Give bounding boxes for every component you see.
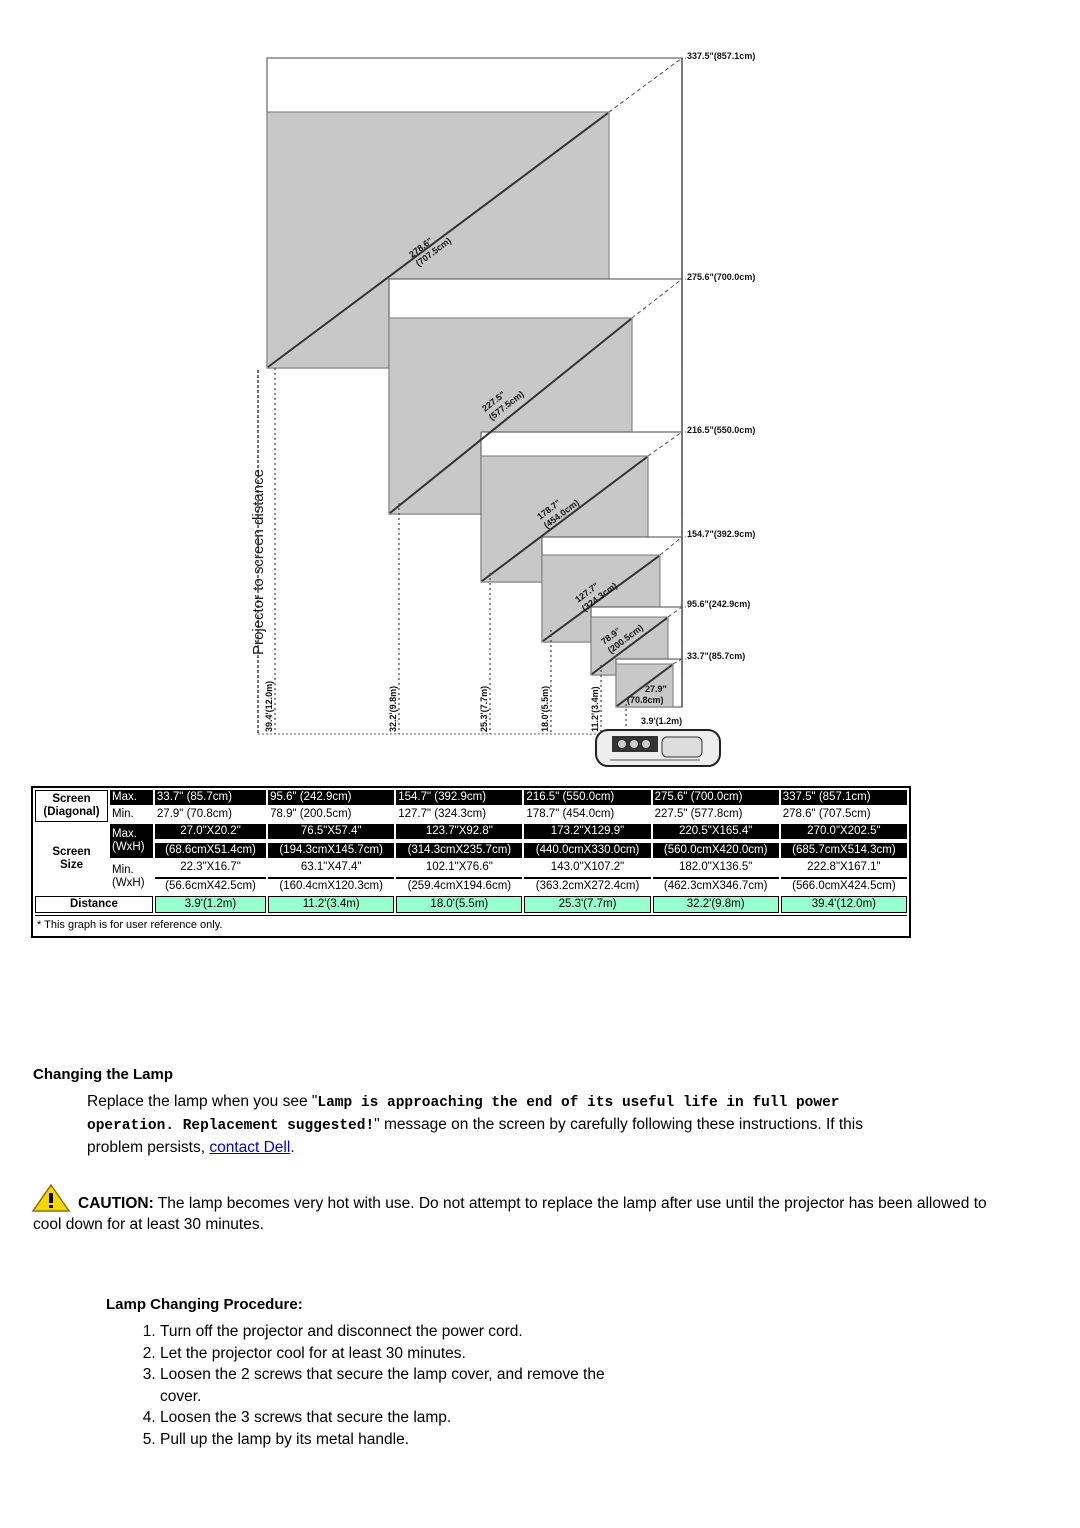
size-label: 337.5"(857.1cm) [687,51,755,61]
caution-icon [31,1183,71,1212]
min-wxh-label: Min. (WxH) [110,860,153,894]
distance-cell: 25.3'(7.7m) [524,896,651,913]
distance-cell: 3.9'(1.2m) [154,896,267,913]
size-max-in: 220.5"X165.4" [652,824,779,839]
diag-min-cell: 27.9" (70.8cm) [154,807,267,822]
size-min-in: 182.0"X136.5" [652,860,779,875]
size-max-in: 76.5"X57.4" [268,824,395,839]
size-max-cm: (560.0cmX420.0cm) [652,841,779,858]
diag-max-cell: 216.5" (550.0cm) [524,790,651,805]
size-min-cm: (56.6cmX42.5cm) [154,877,267,894]
diag-max-cell: 95.6" (242.9cm) [268,790,395,805]
size-max-in: 270.0"X202.5" [780,824,907,839]
size-max-in: 173.2"X129.9" [524,824,651,839]
size-max-cm: (440.0cmX330.0cm) [524,841,651,858]
size-label: 3.9'(1.2m) [641,716,682,726]
screen-diagonal-header: Screen (Diagonal) [35,790,108,822]
table-note: * This graph is for user reference only. [35,915,907,934]
distance-label: 18.0'(5.5m) [540,686,550,732]
size-min-in: 102.1"X76.6" [396,860,523,875]
diag-min-cell: 127.7" (324.3cm) [396,807,523,822]
distance-header: Distance [35,896,153,913]
procedure-step: Pull up the lamp by its metal handle. [160,1429,630,1451]
min-label: Min. [110,807,153,822]
procedure-step: Loosen the 2 screws that secure the lamp… [160,1364,630,1407]
size-label: 216.5"(550.0cm) [687,425,755,435]
diagonal-label-cm: (70.8cm) [627,695,664,705]
size-min-cm: (566.0cmX424.5cm) [780,877,907,894]
diag-max-cell: 337.5" (857.1cm) [780,790,907,805]
screen-size-header: Screen Size [35,824,108,894]
procedure-step: Loosen the 3 screws that secure the lamp… [160,1407,630,1429]
procedure-step: Let the projector cool for at least 30 m… [160,1343,630,1365]
size-max-in: 123.7"X92.8" [396,824,523,839]
intro-paragraph: Replace the lamp when you see "Lamp is a… [87,1093,863,1156]
max-label: Max. [110,790,153,805]
size-min-cm: (462.3cmX346.7cm) [652,877,779,894]
distance-cell: 39.4'(12.0m) [780,896,907,913]
size-max-cm: (194.3cmX145.7cm) [268,841,395,858]
size-min-in: 63.1"X47.4" [268,860,395,875]
procedure-step: Turn off the projector and disconnect th… [160,1321,630,1343]
size-min-in: 222.8"X167.1" [780,860,907,875]
max-wxh-label: Max. (WxH) [110,824,153,858]
diag-min-cell: 178.7" (454.0cm) [524,807,651,822]
distance-cell: 11.2'(3.4m) [268,896,395,913]
distance-label: 11.2'(3.4m) [590,686,600,732]
size-min-in: 22.3"X16.7" [154,860,267,875]
size-max-cm: (68.6cmX51.4cm) [154,841,267,858]
diag-min-cell: 78.9" (200.5cm) [268,807,395,822]
size-label: 154.7"(392.9cm) [687,529,755,539]
projection-distance-diagram: 278.6" (707.5cm) 227.5" (577.5cm) 178.7"… [250,51,755,767]
section-title-procedure: Lamp Changing Procedure: [106,1296,303,1313]
diag-max-cell: 275.6" (700.0cm) [652,790,779,805]
size-min-cm: (160.4cmX120.3cm) [268,877,395,894]
distance-cell: 18.0'(5.5m) [396,896,523,913]
distance-cell: 32.2'(9.8m) [652,896,779,913]
size-max-cm: (685.7cmX514.3cm) [780,841,907,858]
distance-label: 25.3'(7.7m) [479,686,489,732]
screen-size-labels: 337.5"(857.1cm) 275.6"(700.0cm) 216.5"(5… [641,51,755,726]
size-min-in: 143.0"X107.2" [524,860,651,875]
size-min-cm: (259.4cmX194.6cm) [396,877,523,894]
lamp-warning-message: Lamp is approaching the end of its usefu… [87,1095,840,1134]
distance-label: 32.2'(9.8m) [388,686,398,732]
size-max-in: 27.0"X20.2" [154,824,267,839]
distance-labels: 39.4'(12.0m) 32.2'(9.8m) 25.3'(7.7m) 18.… [264,681,600,732]
diag-max-cell: 33.7" (85.7cm) [154,790,267,805]
projector-icon [595,729,721,767]
diag-max-cell: 154.7" (392.9cm) [396,790,523,805]
size-min-cm: (363.2cmX272.4cm) [524,877,651,894]
caution-paragraph: CAUTION: The lamp becomes very hot with … [33,1195,987,1233]
contact-dell-link[interactable]: contact Dell [209,1139,291,1156]
caution-label: CAUTION: [78,1195,154,1212]
procedure-steps: Turn off the projector and disconnect th… [130,1321,630,1450]
diag-min-cell: 278.6" (707.5cm) [780,807,907,822]
screen-size-table: Screen (Diagonal) Max. 33.7" (85.7cm) 95… [31,786,911,938]
size-max-cm: (314.3cmX235.7cm) [396,841,523,858]
diagonal-label-inch: 27.9" [645,684,667,694]
size-label: 95.6"(242.9cm) [687,599,750,609]
size-label: 275.6"(700.0cm) [687,272,755,282]
diag-min-cell: 227.5" (577.8cm) [652,807,779,822]
axis-label: Projector to screen distance [250,469,267,655]
distance-label: 39.4'(12.0m) [264,681,274,732]
size-label: 33.7"(85.7cm) [687,651,745,661]
section-title-changing-lamp: Changing the Lamp [33,1066,173,1083]
